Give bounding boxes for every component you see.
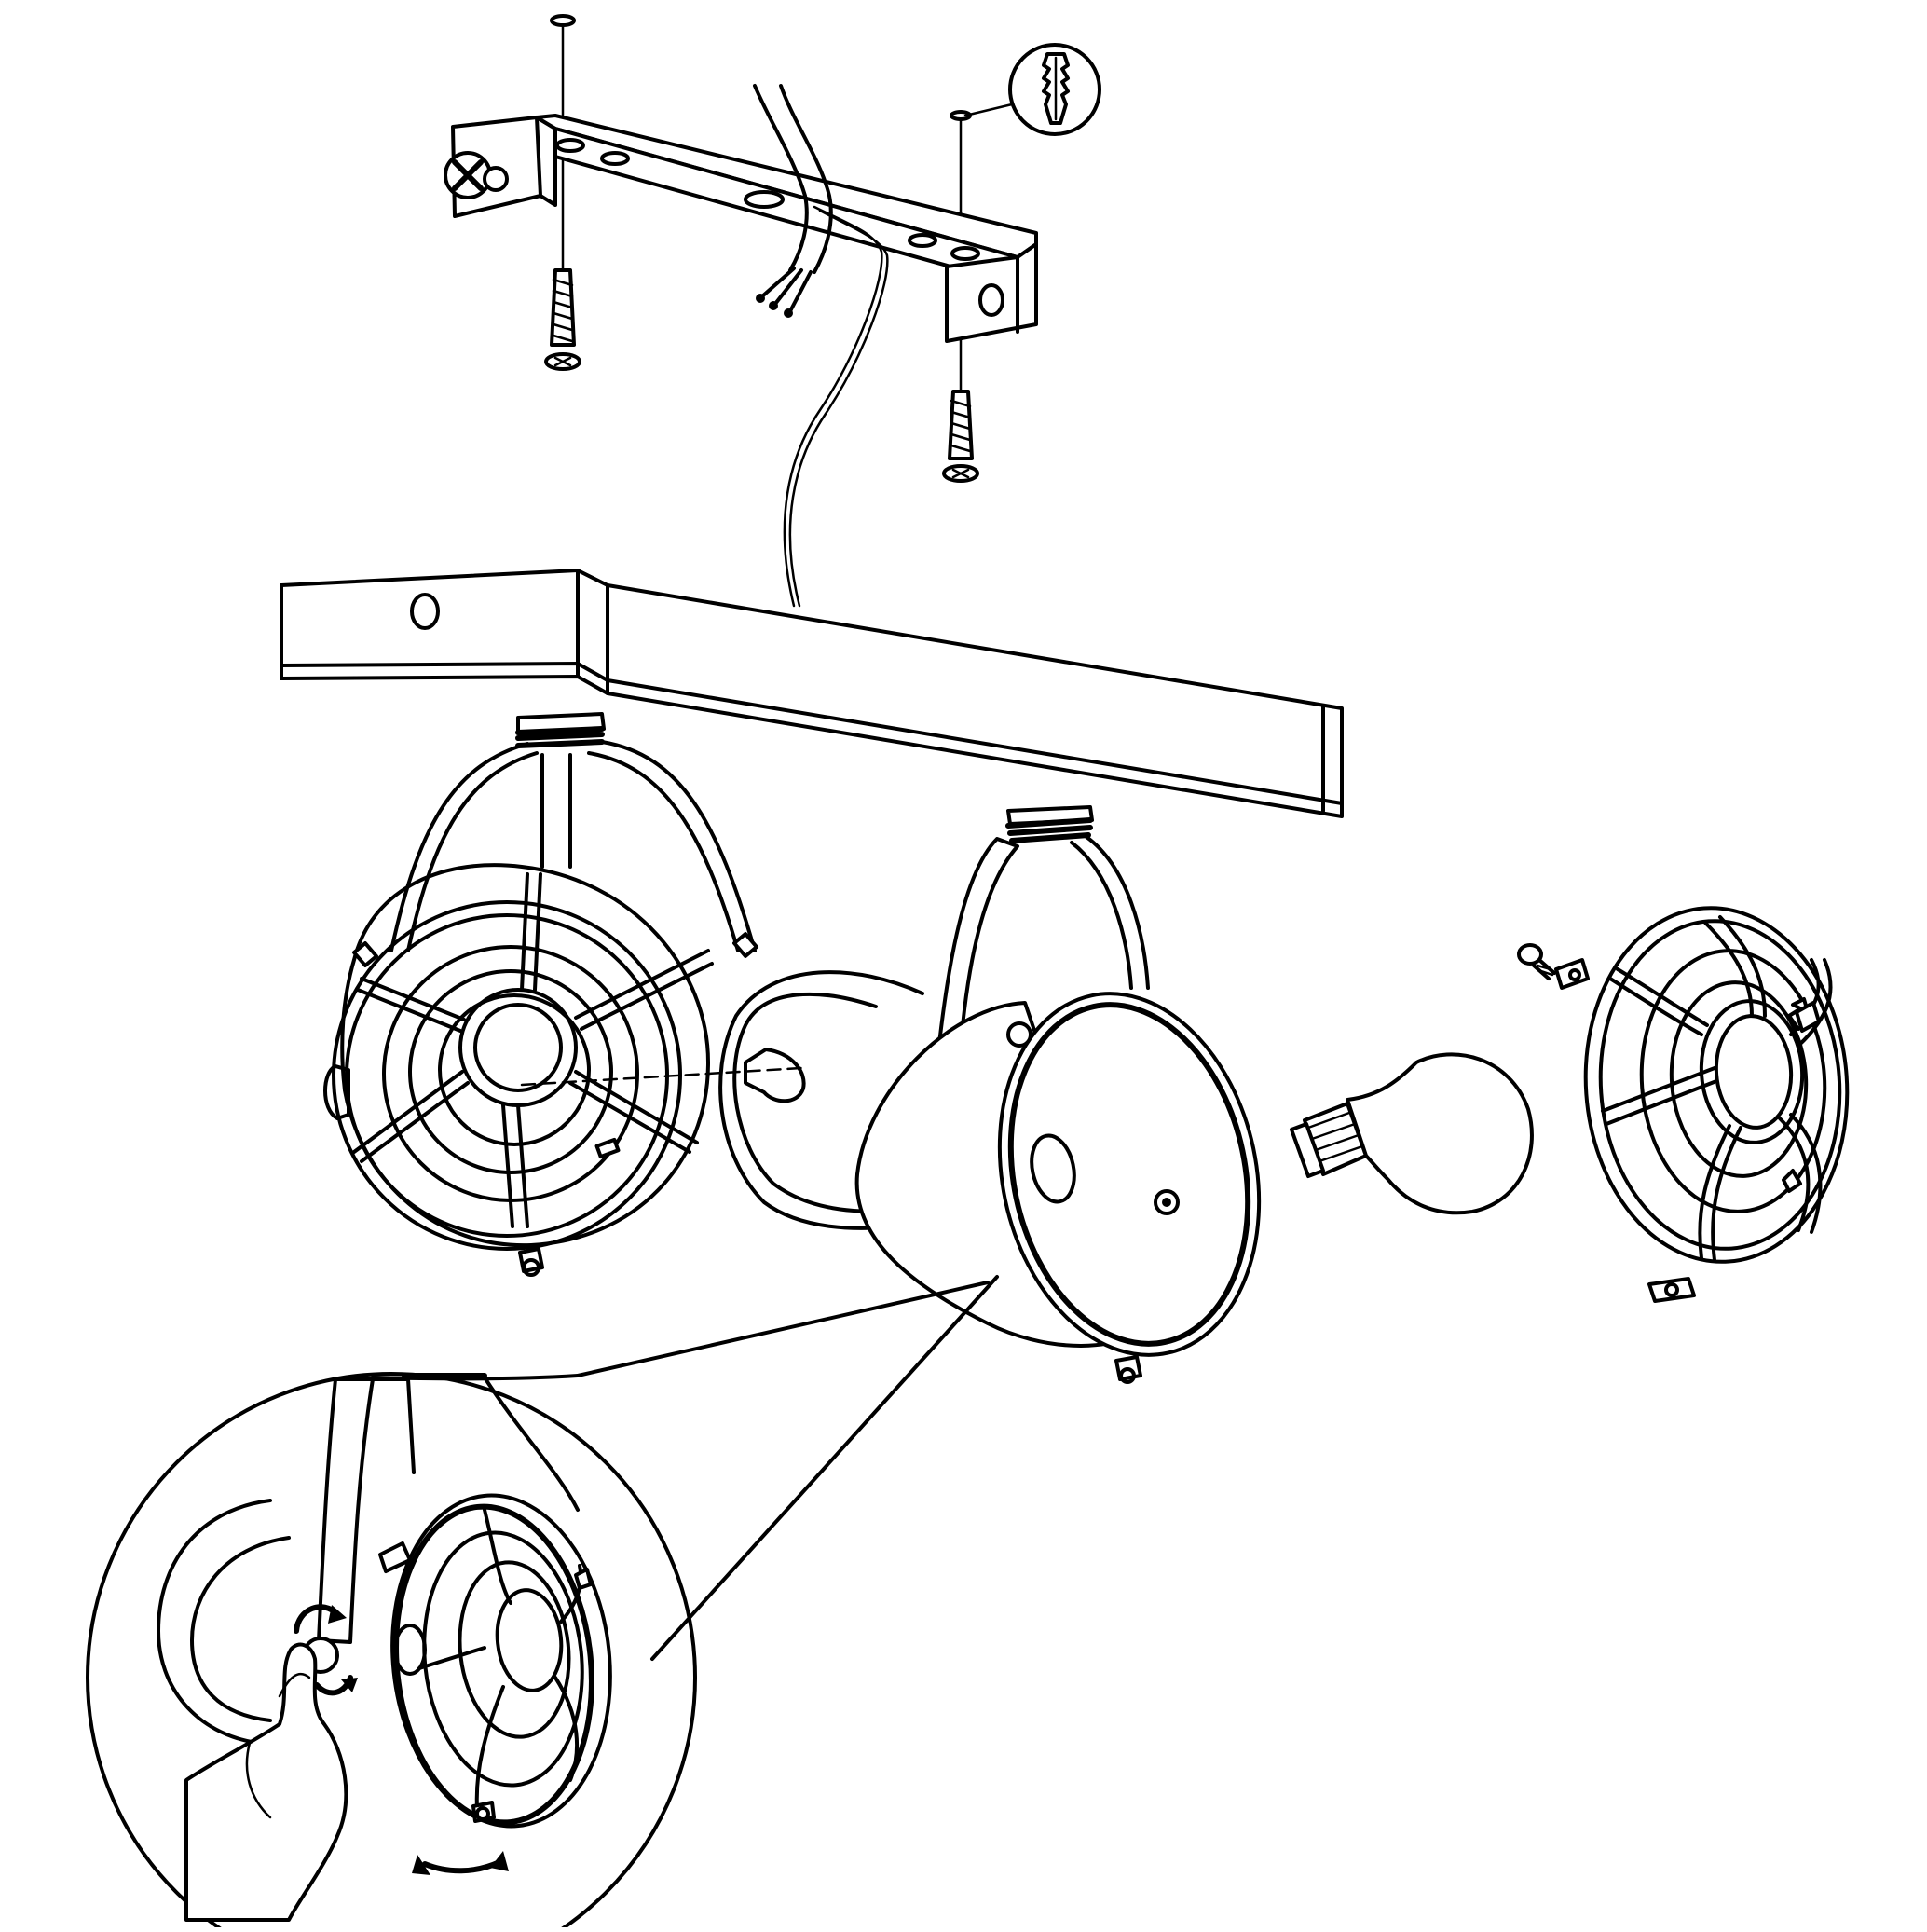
screw-right xyxy=(942,110,979,483)
grid-screw xyxy=(1517,943,1556,980)
earth-screw-icon xyxy=(444,151,509,199)
protective-grid xyxy=(1554,906,1850,1303)
screw-left xyxy=(544,14,581,371)
detail-circle xyxy=(86,1275,999,1932)
mounting-bracket xyxy=(444,114,1038,343)
hand-icon xyxy=(184,1642,348,1922)
supply-cable xyxy=(753,84,833,318)
led-bulb xyxy=(1290,1052,1534,1215)
ground-wire xyxy=(783,205,889,608)
canopy xyxy=(280,569,1344,818)
wall-plug-icon xyxy=(1042,52,1070,125)
spotlight-head-left xyxy=(323,712,806,1277)
swivel-arrow-icon xyxy=(412,1851,509,1875)
wall-plug-callout xyxy=(964,43,1101,136)
spotlight-head-right xyxy=(718,805,1262,1384)
